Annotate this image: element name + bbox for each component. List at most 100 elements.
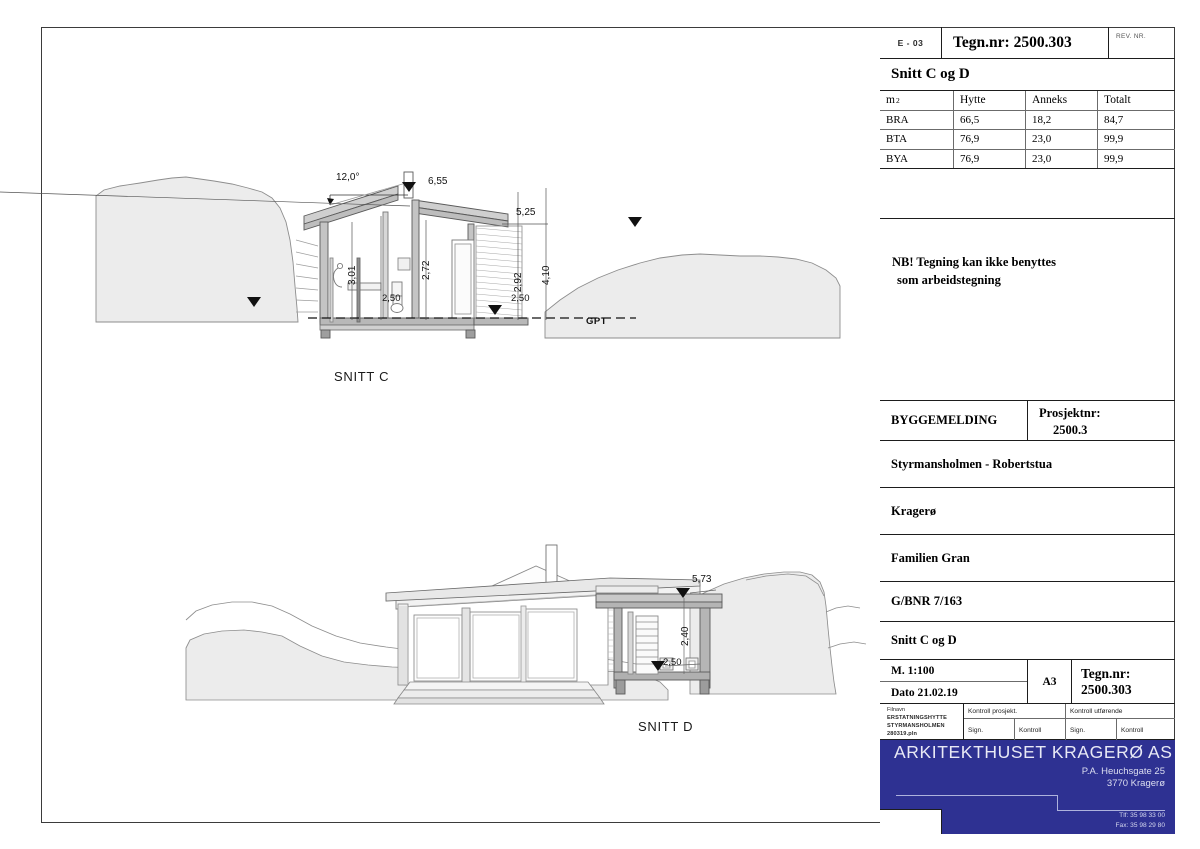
table-row: BRA 66,5 18,2 84,7 bbox=[880, 110, 1175, 130]
area-row-name: BTA bbox=[880, 130, 954, 149]
svg-text:2,92: 2,92 bbox=[513, 272, 524, 292]
company-fax: Fax: 35 98 29 80 bbox=[1115, 822, 1166, 829]
area-row-name: BYA bbox=[880, 149, 954, 168]
filename-label: Filnavn bbox=[887, 707, 906, 713]
control-sign-project[interactable]: Sign. bbox=[964, 719, 1015, 741]
company-address-line-2: 3770 Kragerø bbox=[1106, 778, 1165, 789]
project-number-cell: Prosjektnr: 2500.3 bbox=[1028, 401, 1175, 440]
area-row-hytte: 76,9 bbox=[954, 149, 1026, 168]
control-head-executing: Kontroll utførende bbox=[1070, 707, 1123, 715]
dimension-lines-c bbox=[0, 188, 548, 320]
municipality: Kragerø bbox=[880, 488, 1175, 535]
control-kontroll-project[interactable]: Kontroll bbox=[1015, 719, 1066, 741]
scale-value: M. 1:100 bbox=[880, 660, 1027, 682]
table-row: BTA 76,9 23,0 99,9 bbox=[880, 130, 1175, 150]
area-row-totalt: 99,9 bbox=[1104, 152, 1124, 165]
application-type: BYGGEMELDING bbox=[880, 401, 1028, 440]
section-title-heading: Snitt C og D bbox=[880, 59, 1175, 91]
snitt-d-drawing: 5,73 2,40 2,50 bbox=[185, 544, 867, 705]
svg-text:5,25: 5,25 bbox=[516, 207, 536, 218]
company-address-line-1: P.A. Heuchsgate 25 bbox=[1081, 766, 1165, 777]
snitt-d-section-label: SNITT D bbox=[638, 719, 694, 734]
title-block-top-row: E - 03 Tegn.nr: 2500.303 REV. NR. bbox=[880, 27, 1175, 59]
snitt-c-section-label: SNITT C bbox=[334, 369, 390, 384]
logo-divider-horizontal-2 bbox=[1057, 810, 1165, 811]
filename-line-1: ERSTATNINGSHYTTE bbox=[887, 714, 947, 721]
project-number-label: Prosjektnr: bbox=[1039, 406, 1101, 420]
annex-section-d bbox=[595, 585, 723, 695]
area-header-anneks: Anneks bbox=[1026, 91, 1098, 110]
application-row: BYGGEMELDING Prosjektnr: 2500.3 bbox=[880, 401, 1175, 441]
drawing-number-top: Tegn.nr: 2500.303 bbox=[942, 27, 1109, 58]
filename-line-3: 280319.pln bbox=[887, 730, 918, 737]
svg-text:6,55: 6,55 bbox=[428, 176, 448, 187]
control-kontroll-executing[interactable]: Kontroll bbox=[1121, 726, 1144, 734]
date-value: Dato 21.02.19 bbox=[891, 687, 958, 699]
scale-date-row: M. 1:100 Dato 21.02.19 A3 Tegn.nr: 2500.… bbox=[880, 660, 1175, 704]
svg-text:2,50: 2,50 bbox=[663, 657, 682, 668]
terrain-right bbox=[544, 253, 841, 339]
area-row-hytte: 66,5 bbox=[954, 110, 1026, 129]
area-header-hytte: Hytte bbox=[954, 91, 1026, 110]
control-sign-executing[interactable]: Sign. bbox=[1066, 719, 1117, 741]
svg-text:3,01: 3,01 bbox=[347, 265, 358, 285]
scale-date-left: M. 1:100 Dato 21.02.19 bbox=[880, 660, 1028, 703]
filename-cell: Filnavn ERSTATNINGSHYTTE STYRMANSHOLMEN … bbox=[880, 704, 964, 739]
snitt-c-drawing: 12,0° 6,55 5,25 4,10 3,01 2,92 2,72 2,50… bbox=[0, 171, 841, 339]
logo-corner-notch bbox=[880, 809, 942, 834]
building-elevation-d bbox=[385, 544, 701, 705]
logo-divider-horizontal bbox=[896, 795, 1058, 796]
svg-text:5,73: 5,73 bbox=[692, 574, 712, 585]
project-number-value: 2500.3 bbox=[1053, 422, 1088, 437]
dimension-texts-c: 12,0° 6,55 5,25 4,10 3,01 2,92 2,72 2,50… bbox=[336, 172, 607, 327]
title-block: E - 03 Tegn.nr: 2500.303 REV. NR. Snitt … bbox=[880, 27, 1175, 834]
drawing-disclaimer-note: NB! Tegning kan ikke benyttes som arbeid… bbox=[880, 219, 1175, 401]
area-row-totalt: 84,7 bbox=[1104, 113, 1124, 126]
sheet-code-cell: E - 03 bbox=[880, 27, 942, 58]
svg-text:12,0°: 12,0° bbox=[336, 172, 359, 183]
blank-spacer-upper bbox=[880, 169, 1175, 219]
svg-text:4,10: 4,10 bbox=[541, 265, 552, 285]
terrain-right-d bbox=[689, 571, 867, 695]
project-name: Styrmansholmen - Robertstua bbox=[880, 441, 1175, 488]
gbnr-number: G/BNR 7/163 bbox=[880, 582, 1175, 622]
terrain-left bbox=[95, 176, 299, 323]
svg-text:2,50: 2,50 bbox=[382, 293, 401, 304]
sheet-format: A3 bbox=[1028, 660, 1072, 703]
level-markers bbox=[247, 182, 642, 315]
area-row-totalt: 99,9 bbox=[1104, 133, 1124, 146]
drawing-number-bottom: Tegn.nr: 2500.303 bbox=[1081, 665, 1132, 697]
svg-text:2,50: 2,50 bbox=[511, 293, 530, 304]
area-row-anneks: 23,0 bbox=[1026, 130, 1098, 149]
level-markers-d bbox=[651, 588, 690, 671]
company-phone: Tlf: 35 98 33 00 bbox=[1119, 812, 1165, 819]
filename-control-row: Filnavn ERSTATNINGSHYTTE STYRMANSHOLMEN … bbox=[880, 704, 1175, 741]
drawing-title: Snitt C og D bbox=[880, 622, 1175, 660]
filename-line-2: STYRMANSHOLMEN bbox=[887, 722, 945, 729]
company-name: ARKITEKTHUSET KRAGERØ AS bbox=[894, 742, 1173, 762]
area-header-unit-text: m bbox=[886, 94, 895, 107]
svg-text:2,40: 2,40 bbox=[680, 626, 691, 646]
control-header-row: Kontroll prosjekt. Kontroll utførende bbox=[964, 704, 1175, 719]
area-row-anneks: 23,0 bbox=[1026, 149, 1098, 168]
area-header-unit-sup: 2 bbox=[895, 95, 900, 105]
dimension-lines-d bbox=[664, 589, 717, 674]
client-name: Familien Gran bbox=[880, 535, 1175, 582]
company-logo-footer: ARKITEKTHUSET KRAGERØ AS P.A. Heuchsgate… bbox=[880, 740, 1175, 834]
area-row-hytte: 76,9 bbox=[954, 130, 1026, 149]
area-row-name: BRA bbox=[880, 110, 954, 129]
area-header-totalt: Totalt bbox=[1104, 94, 1131, 107]
logo-divider-vertical bbox=[1057, 795, 1058, 811]
area-row-anneks: 18,2 bbox=[1026, 110, 1098, 129]
note-line-1: NB! Tegning kan ikke benyttes bbox=[892, 255, 1056, 269]
revision-number-cell: REV. NR. bbox=[1116, 33, 1146, 40]
control-sub-row: Sign. Kontroll Sign. Kontroll bbox=[964, 719, 1175, 741]
dimension-texts-d: 5,73 2,40 2,50 bbox=[663, 574, 712, 668]
control-signature-grid: Kontroll prosjekt. Kontroll utførende Si… bbox=[964, 704, 1175, 741]
svg-text:GPT: GPT bbox=[586, 316, 607, 327]
control-head-project: Kontroll prosjekt. bbox=[964, 704, 1066, 718]
note-line-2: som arbeidstegning bbox=[897, 273, 1001, 288]
